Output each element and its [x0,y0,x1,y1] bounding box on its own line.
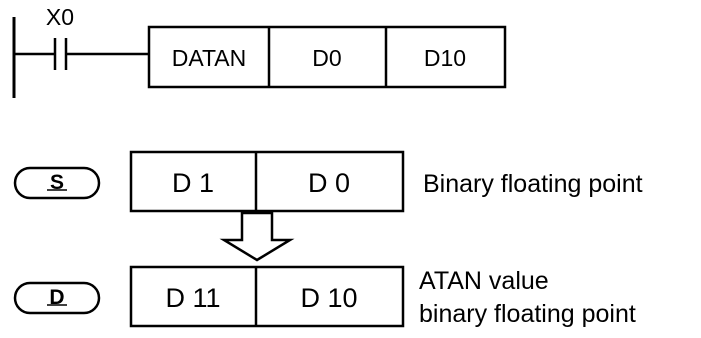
source-register-pair [129,150,405,213]
source-low-register: D 0 [308,168,350,198]
instruction-operand-destination: D10 [424,45,466,71]
destination-tag: D [13,281,101,315]
destination-description-line2: binary floating point [419,300,636,328]
destination-description-line1: ATAN value [419,267,549,295]
destination-low-register: D 10 [300,283,357,313]
source-tag: S [13,166,101,200]
source-high-register: D 1 [172,168,214,198]
contact-label: X0 [46,4,74,30]
instruction-operand-source: D0 [312,45,341,71]
destination-register-pair [129,265,405,328]
instruction-mnemonic: DATAN [172,45,247,71]
ladder-rung [12,17,149,98]
destination-register-frame [129,265,405,328]
source-description: Binary floating point [423,170,643,198]
destination-tag-outline [13,281,101,315]
source-register-frame [129,150,405,213]
source-tag-outline [13,166,101,200]
destination-high-register: D 11 [165,283,220,313]
source-tag-letter: S [50,171,64,194]
destination-tag-letter: D [49,286,64,309]
instruction-box-frame [147,25,507,89]
transfer-down-arrow [219,211,295,262]
instruction-box [147,25,507,89]
